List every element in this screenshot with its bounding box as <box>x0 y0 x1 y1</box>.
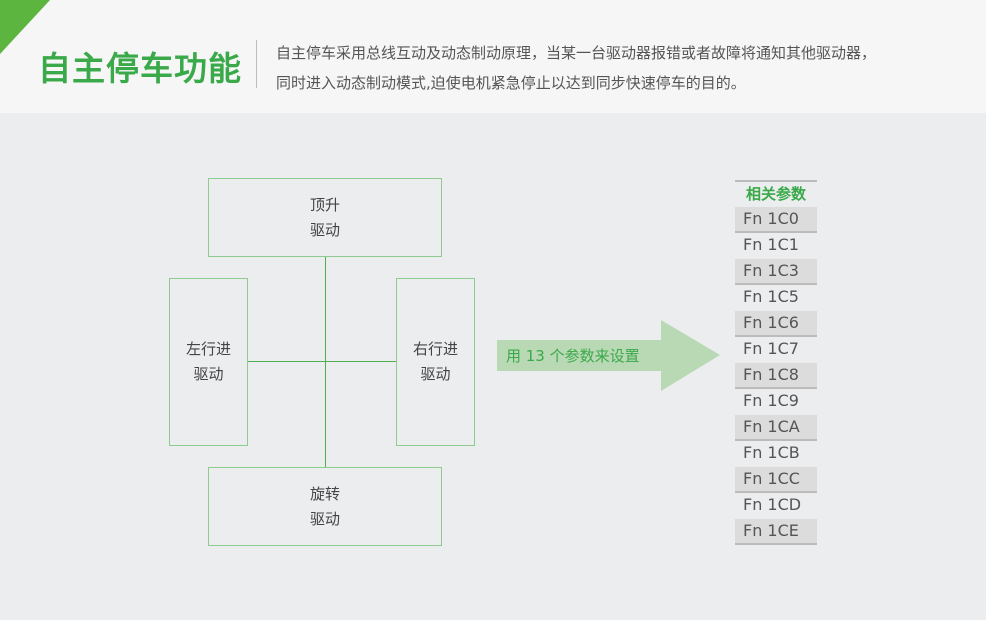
param-row: Fn 1C9 <box>743 391 799 410</box>
header: 自主停车功能 自主停车采用总线互动及动态制动原理，当某一台驱动器报错或者故障将通… <box>0 0 986 113</box>
param-row: Fn 1C6 <box>735 311 817 337</box>
param-row: Fn 1CD <box>743 495 802 514</box>
param-row: Fn 1CC <box>735 467 817 493</box>
param-row: Fn 1C8 <box>735 363 817 389</box>
param-row: Fn 1C7 <box>743 339 799 358</box>
corner-decoration <box>0 0 50 54</box>
param-row: Fn 1CB <box>743 443 800 462</box>
divider <box>256 40 257 88</box>
drive-label: 顶升 <box>309 195 340 214</box>
drive-box-right: 右行进驱动 <box>396 278 475 446</box>
param-row: Fn 1CA <box>735 415 817 441</box>
params-header: 相关参数 <box>735 180 817 207</box>
param-row: Fn 1C3 <box>735 259 817 285</box>
description-line-1: 自主停车采用总线互动及动态制动原理，当某一台驱动器报错或者故障将通知其他驱动器， <box>276 44 877 62</box>
drive-label: 驱动 <box>309 509 340 528</box>
description-line-2: 同时进入动态制动模式,迫使电机紧急停止以达到同步快速停车的目的。 <box>276 74 746 92</box>
drive-box-top: 顶升驱动 <box>208 178 442 257</box>
drive-box-left: 左行进驱动 <box>169 278 248 446</box>
arrow-label: 用 13 个参数来设置 <box>506 347 640 365</box>
param-row: Fn 1CE <box>735 519 817 545</box>
drive-label: 驱动 <box>309 220 340 239</box>
params-table: 相关参数 Fn 1C0 Fn 1C1 Fn 1C3 Fn 1C5 Fn 1C6 Fn 1C… <box>735 180 817 545</box>
drive-label: 右行进 <box>412 340 458 358</box>
arrow-right-icon <box>497 320 720 391</box>
drive-label: 驱动 <box>420 365 451 383</box>
drive-label: 左行进 <box>185 340 231 358</box>
drive-box-bottom: 旋转驱动 <box>208 467 442 546</box>
connector-horizontal <box>247 361 396 362</box>
param-row: Fn 1C1 <box>743 235 799 254</box>
page-title: 自主停车功能 <box>38 49 242 88</box>
drive-label: 旋转 <box>309 484 340 503</box>
param-row: Fn 1C0 <box>735 207 817 233</box>
param-row: Fn 1C5 <box>743 287 799 306</box>
drive-label: 驱动 <box>193 365 224 383</box>
